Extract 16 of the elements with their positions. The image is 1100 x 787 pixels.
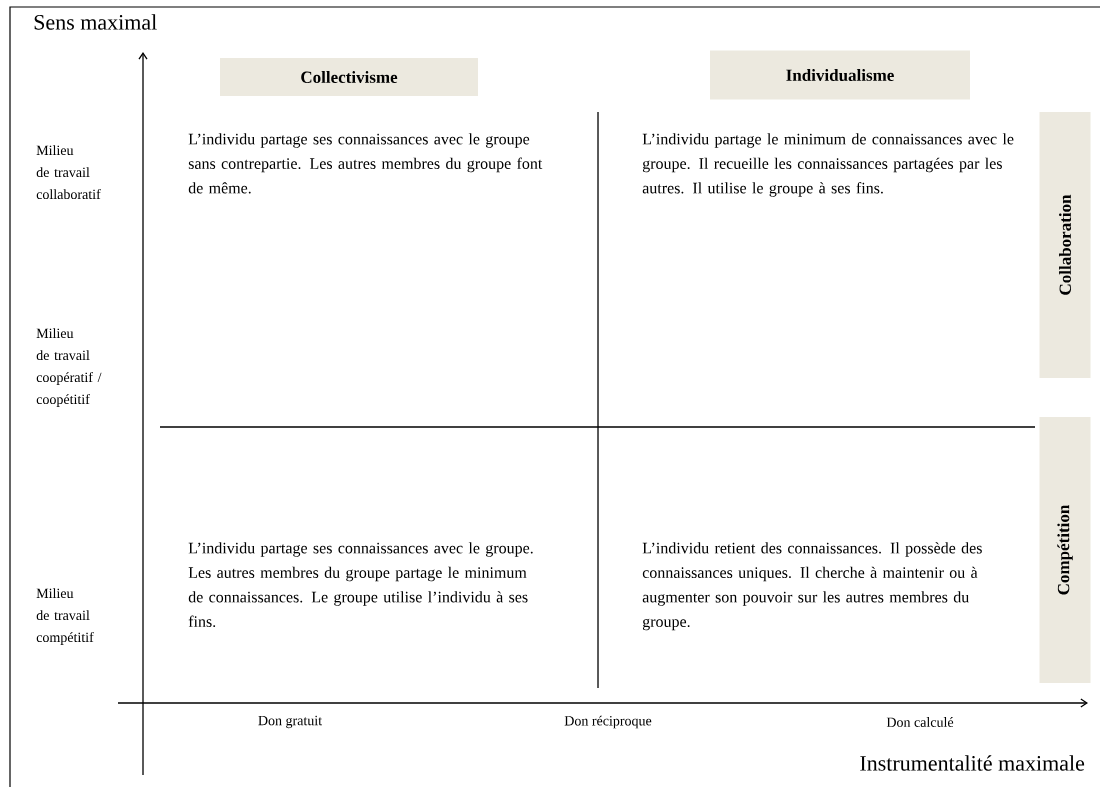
axis-level-label: Don calculé	[886, 717, 954, 727]
axis-level-label: Don réciproque	[564, 715, 652, 729]
quadrant-text: L’individu partage ses connaissances avec le groupe sans contrepartie. Les autres membres du groupe font de même.	[188, 133, 543, 194]
axis-title: Instrumentalité maximale	[860, 755, 1085, 771]
axis-level-label: Don gratuit	[258, 715, 322, 729]
header-band: Collaboration	[1039, 112, 1091, 378]
quadrant-text: L’individu retient des connaissances. Il possède des connaissances uniques. Il cherche à maintenir ou à augmenter son pouvoir sur les autres membres du groupe.	[642, 542, 982, 631]
header-band: Individualisme	[710, 50, 970, 100]
axis-title: Sens maximal	[34, 14, 157, 30]
axis-level-label: Milieu de travail coopératif / coopétitif	[36, 328, 102, 407]
axis-level-label: Milieu de travail collaboratif	[36, 145, 101, 200]
header-band: Compétition	[1039, 417, 1091, 683]
quadrant-text: L’individu partage le minimum de connaissances avec le groupe. Il recueille les connaissances partagées par les autres. Il utilise le groupe à ses fins.	[642, 133, 1014, 197]
header-band: Collectivisme	[220, 58, 478, 96]
axis-level-label: Milieu de travail compétitif	[36, 588, 94, 645]
quadrant-text: L’individu partage ses connaissances avec le groupe. Les autres membres du groupe partage le minimum de connaissances. Le groupe utilise l’individu à ses fins.	[188, 542, 533, 628]
